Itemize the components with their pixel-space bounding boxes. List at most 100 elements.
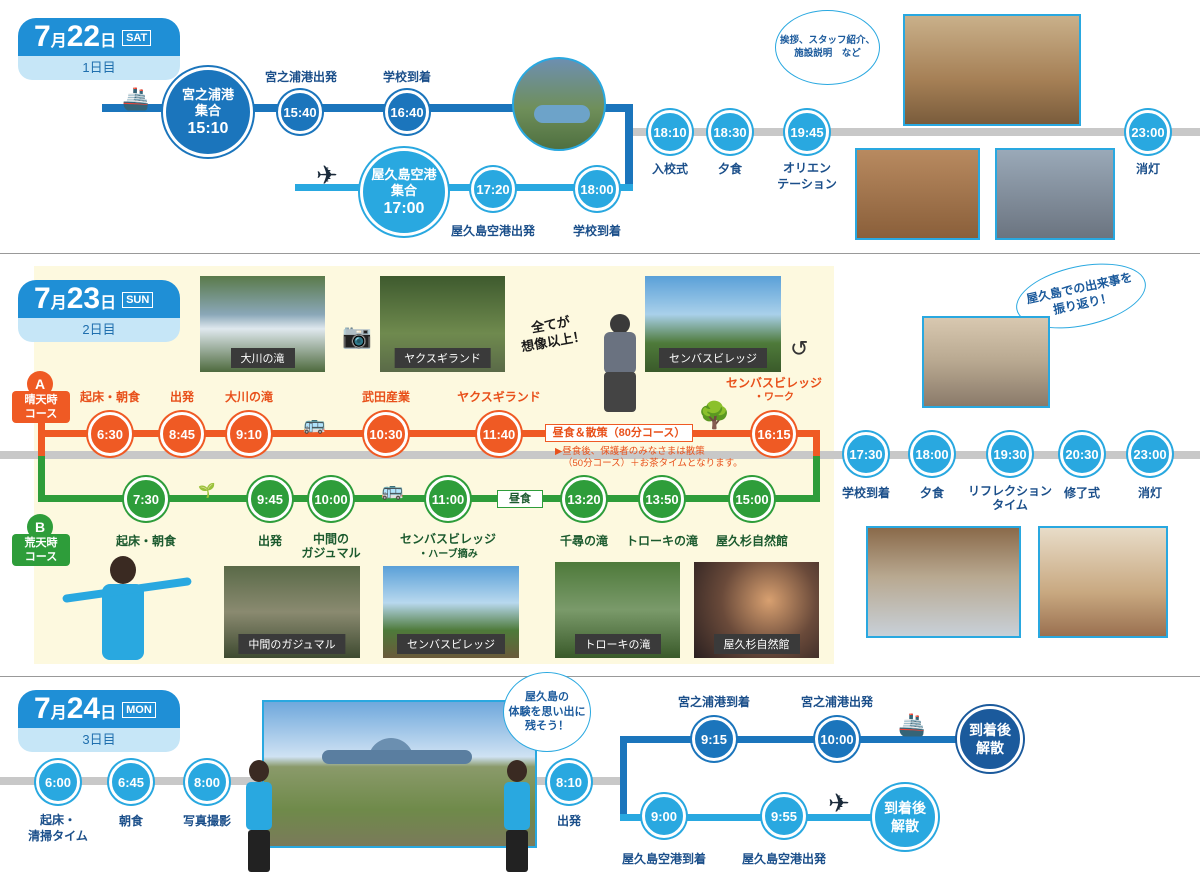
day1-event-circle: 18:30	[708, 110, 752, 154]
route-b-circle: 7:30	[124, 477, 168, 521]
circle-sub: 集合	[390, 183, 417, 198]
person-body	[604, 332, 636, 374]
day2-event-circle: 19:30	[988, 432, 1032, 476]
label-line: コース	[24, 551, 58, 563]
route-b-lunch-box: 昼食	[497, 490, 543, 508]
end-line: 到着後	[884, 800, 926, 816]
day-number: 22	[66, 20, 101, 53]
day1-blue-line-top	[102, 104, 632, 112]
circle-place: 屋久島空港	[371, 167, 437, 182]
airplane-icon: ✈	[828, 788, 850, 818]
day3-blue-line-top	[625, 736, 957, 743]
route-b-label: トローキの滝	[625, 534, 698, 548]
note-line: ▶昼食後、保護者のみなさまは散策	[555, 446, 705, 457]
person-legs	[604, 372, 636, 412]
label-line: 起床・	[39, 813, 76, 827]
day1-speech-bubble: 挨拶、スタッフ紹介、 施設説明 など	[775, 10, 880, 85]
day2-event-label: 夕食	[919, 486, 944, 500]
photo-caption: ヤクスギランド	[394, 348, 491, 368]
route-b-label: センバスビレッジ ・ハーブ摘み	[390, 532, 506, 562]
route-a-badge: A 晴天時コース	[12, 371, 70, 423]
route-b-badge: B 荒天時コース	[12, 514, 70, 566]
photo-caption: 屋久杉自然館	[713, 634, 800, 654]
label-line: 晴天時	[24, 394, 58, 406]
day2-date: 7月23日 SUN	[18, 280, 180, 318]
photo-caption: トローキの滝	[574, 634, 661, 654]
end-line: 到着後	[969, 722, 1011, 738]
label-line: センバスビレッジ	[399, 532, 496, 546]
route-a-circle: 11:40	[477, 412, 521, 456]
day2-event-label: リフレクション タイム	[960, 484, 1060, 512]
day1-photo-group	[903, 14, 1081, 126]
day3-air-circle: 9:00	[642, 794, 686, 838]
separator	[0, 676, 1200, 677]
day1-event-label: 学校到着	[382, 70, 431, 84]
person-body	[504, 782, 530, 830]
photo-okawa-falls: 大川の滝	[200, 276, 325, 372]
route-a-circle: 9:10	[227, 412, 271, 456]
day1-blue-line-vertical	[625, 104, 633, 190]
note-line: （50分コース）＋お茶タイムとなります。	[563, 458, 743, 469]
day2-event-circle: 23:00	[1128, 432, 1172, 476]
staff-person	[62, 552, 192, 662]
day2-green-vertical-left	[38, 456, 45, 502]
day-number: 24	[66, 692, 101, 725]
day3-speech-bubble: 屋久島の 体験を思い出に 残そう！	[503, 672, 591, 752]
day2-event-label: 学校到着	[841, 486, 890, 500]
day1-subtitle: 1日目	[18, 56, 180, 80]
day3-subtitle: 3日目	[18, 728, 180, 752]
route-a-label: 起床・朝食	[79, 390, 140, 404]
day-suffix: 日	[100, 705, 117, 722]
month-suffix: 月	[50, 295, 67, 312]
person-legs	[506, 830, 528, 872]
end-line: 解散	[976, 740, 1004, 756]
day1-event-label: 宮之浦港出発	[264, 70, 337, 84]
day-of-week: SUN	[122, 292, 154, 309]
day1-event-circle: 18:10	[648, 110, 692, 154]
day2-event-label: 修了式	[1063, 486, 1100, 500]
separator	[0, 253, 1200, 254]
person-head	[610, 314, 630, 334]
route-b-label: 荒天時コース	[12, 534, 70, 566]
staff-person-left	[242, 760, 276, 872]
day3-event-label: 写真撮影	[182, 814, 231, 828]
day3-end-circle-air: 到着後 解散	[872, 784, 938, 850]
day1-event-circle: 16:40	[385, 90, 429, 134]
route-b-circle: 15:00	[730, 477, 774, 521]
lunch-note: ▶昼食後、保護者のみなさまは散策 （50分コース）＋お茶タイムとなります。	[555, 446, 743, 470]
day3-event-label: 出発	[556, 814, 581, 828]
label-line: ・ハーブ摘み	[418, 549, 478, 560]
sprout-icon: 🌱	[198, 482, 216, 498]
staff-person-right	[500, 760, 534, 872]
tree-icon: 🌳	[698, 400, 731, 430]
day1-event-label: 夕食	[717, 162, 742, 176]
label-line: ガジュマル	[301, 546, 361, 560]
person-head	[110, 556, 136, 584]
day1-lblue-line-bottom	[295, 184, 633, 191]
day3-air-circle: 9:55	[762, 794, 806, 838]
route-b-label: 起床・朝食	[115, 534, 176, 548]
curl-arrow-icon: ↺	[790, 336, 809, 361]
day1-event-circle: 15:40	[278, 90, 322, 134]
month-number: 7	[34, 282, 51, 315]
route-a-circle: 8:45	[160, 412, 204, 456]
label-line: リフレクション	[967, 484, 1052, 498]
day2-event-circle: 20:30	[1060, 432, 1104, 476]
day-suffix: 日	[100, 295, 117, 312]
day-of-week: SAT	[122, 30, 152, 47]
photo-dining-hall	[866, 526, 1021, 638]
label-line: オリエン	[782, 161, 831, 175]
end-line: 解散	[891, 818, 919, 834]
route-b-circle: 10:00	[309, 477, 353, 521]
day1-event-label: 屋久島空港出発	[450, 224, 535, 238]
day-number: 23	[66, 282, 101, 315]
building-roof	[322, 750, 472, 764]
bubble-line: 屋久島の	[525, 690, 569, 703]
circle-time: 17:00	[383, 200, 425, 217]
photo-caption: 大川の滝	[230, 348, 295, 368]
day3-event-label: 朝食	[118, 814, 143, 828]
